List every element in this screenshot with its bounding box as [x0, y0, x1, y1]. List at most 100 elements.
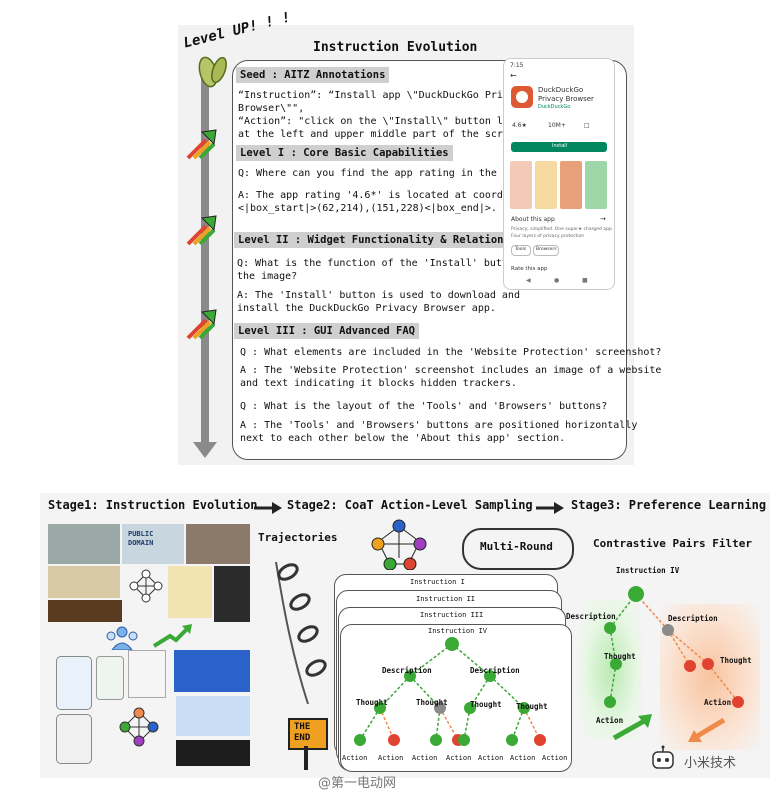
app-name-line2: Privacy Browser	[538, 95, 594, 103]
tree-action-label: Action	[478, 754, 504, 762]
app-screenshot-thumb	[510, 161, 532, 209]
level-up-arrow-icon	[186, 129, 217, 160]
nav-back-icon[interactable]: ◀	[526, 277, 531, 284]
dataset-thumbnail	[48, 524, 120, 564]
multi-round-loop	[462, 528, 574, 570]
level1-heading: Level I : Core Basic Capabilities	[236, 145, 453, 161]
level3-answer-1: A : The 'Website Protection' screenshot …	[240, 365, 662, 389]
mobile-screenshot	[96, 656, 124, 700]
level-axis	[201, 64, 209, 444]
tree-action-label: Action	[378, 754, 404, 762]
stage1-title: Stage1: Instruction Evolution	[48, 498, 258, 512]
leaf-icon	[198, 56, 227, 88]
browsers-button[interactable]: Browsers	[533, 245, 559, 256]
mobile-screenshot	[128, 650, 166, 698]
users-icon	[106, 626, 138, 650]
downloads-count: 10M+	[548, 122, 566, 129]
panel-title: Instruction Evolution	[313, 40, 478, 55]
level-axis-arrowhead	[193, 442, 217, 458]
decline-arrow-icon	[688, 718, 726, 742]
mobile-screenshot	[174, 650, 250, 692]
mobile-screenshot	[56, 656, 92, 710]
nav-home-icon[interactable]: ●	[554, 277, 560, 284]
stage3-instruction-label: Instruction IV	[616, 566, 680, 575]
chain-icon	[275, 561, 327, 705]
level1-question: Q: Where can you find the app rating in …	[238, 168, 540, 179]
trajectories-label: Trajectories	[258, 531, 338, 544]
level1-answer: A: The app rating '4.6*' is located at c…	[238, 190, 540, 214]
back-arrow-icon: ←	[510, 71, 517, 80]
stage3-action-label: Action	[704, 698, 732, 707]
seed-heading: Seed : AITZ Annotations	[236, 67, 390, 83]
dataset-thumbnail	[168, 566, 212, 618]
robot-logo-icon	[652, 745, 674, 769]
tree-action-label: Action	[446, 754, 472, 762]
level2-heading: Level II : Widget Functionality & Relati…	[234, 232, 540, 248]
dataset-thumbnail	[48, 600, 122, 622]
stage3-title: Stage3: Preference Learning	[571, 498, 767, 512]
growth-arrow-icon	[612, 714, 652, 740]
coat-sampling-tree	[354, 637, 546, 746]
level-up-arrow-icon	[186, 309, 217, 340]
dataset-thumbnail	[176, 740, 250, 766]
about-app-text: Privacy, simplified. One super★ charged …	[511, 227, 614, 232]
phone-time: 7:15	[510, 62, 524, 69]
stage3-description-label: Description	[566, 612, 616, 621]
app-screenshot-thumb	[535, 161, 557, 209]
the-end-sign: THE END	[288, 718, 328, 750]
duckduckgo-logo-icon	[511, 86, 533, 108]
level-up-arrow-icon	[186, 215, 217, 246]
contrastive-pairs-label: Contrastive Pairs Filter	[593, 537, 752, 550]
dataset-thumbnail	[186, 524, 250, 564]
tree-action-label: Action	[342, 754, 368, 762]
stage3-action-label: Action	[596, 716, 624, 725]
install-button[interactable]: Install	[511, 142, 607, 152]
tree-description-label: Description	[382, 666, 432, 675]
tree-thought-label: Thought	[470, 700, 502, 709]
website-protection-screenshot	[560, 161, 582, 209]
dataset-thumbnail	[48, 566, 120, 598]
level3-answer-2: A : The 'Tools' and 'Browsers' buttons a…	[240, 420, 638, 444]
dataset-thumbnail	[214, 566, 250, 622]
instruction-label: Instruction IV	[428, 627, 488, 635]
stage2-title: Stage2: CoaT Action-Level Sampling	[287, 498, 533, 512]
rate-app-heading: Rate this app	[511, 266, 548, 272]
level3-question-2: Q : What is the layout of the 'Tools' an…	[240, 401, 608, 412]
nav-recents-icon[interactable]: ■	[582, 277, 588, 284]
instruction-label: Instruction III	[420, 611, 484, 619]
about-app-text: Four layers of privacy protection	[511, 234, 585, 239]
mobile-screenshot	[176, 696, 250, 736]
tree-thought-label: Thought	[516, 702, 548, 711]
growth-arrow-icon	[152, 624, 192, 648]
mobile-screenshot	[56, 714, 92, 764]
tree-action-label: Action	[510, 754, 536, 762]
arrow-right-icon	[254, 502, 282, 514]
public-domain-thumbnail: PUBLIC DOMAIN	[122, 524, 184, 564]
arrow-right-icon	[536, 502, 564, 514]
weibo-watermark: @第一电动网	[318, 776, 397, 791]
brand-watermark: 小米技术	[684, 756, 737, 771]
seed-text: “Instruction”: “Install app \"DuckDuckGo…	[238, 90, 540, 140]
level3-question-1: Q : What elements are included in the 'W…	[240, 347, 662, 358]
instruction-label: Instruction I	[410, 578, 465, 586]
stage3-thought-label: Thought	[720, 656, 752, 665]
tools-button[interactable]: Tools	[511, 245, 531, 256]
stage3-description-label: Description	[668, 614, 718, 623]
contrastive-pairs-tree	[604, 586, 744, 708]
network-graph-icon	[371, 519, 427, 570]
app-rating: 4.6★	[512, 122, 527, 129]
tree-action-label: Action	[542, 754, 568, 762]
level2-answer: A: The 'Install' button is used to downl…	[237, 290, 520, 314]
about-app-heading: About this app	[511, 216, 555, 223]
sign-post	[304, 746, 308, 770]
stage3-thought-label: Thought	[604, 652, 636, 661]
tree-thought-label: Thought	[416, 698, 448, 707]
developer-name: DuckDuckGo	[538, 104, 571, 110]
arrow-right-icon[interactable]: →	[600, 215, 606, 223]
level2-question: Q: What is the function of the 'Install'…	[237, 258, 539, 282]
phone-screenshot: 7:15 ← DuckDuckGo Privacy Browser DuckDu…	[503, 58, 615, 290]
app-screenshot-thumb	[585, 161, 607, 209]
network-graph-icon	[119, 707, 159, 747]
app-name-line1: DuckDuckGo	[538, 86, 584, 94]
tree-thought-label: Thought	[356, 698, 388, 707]
